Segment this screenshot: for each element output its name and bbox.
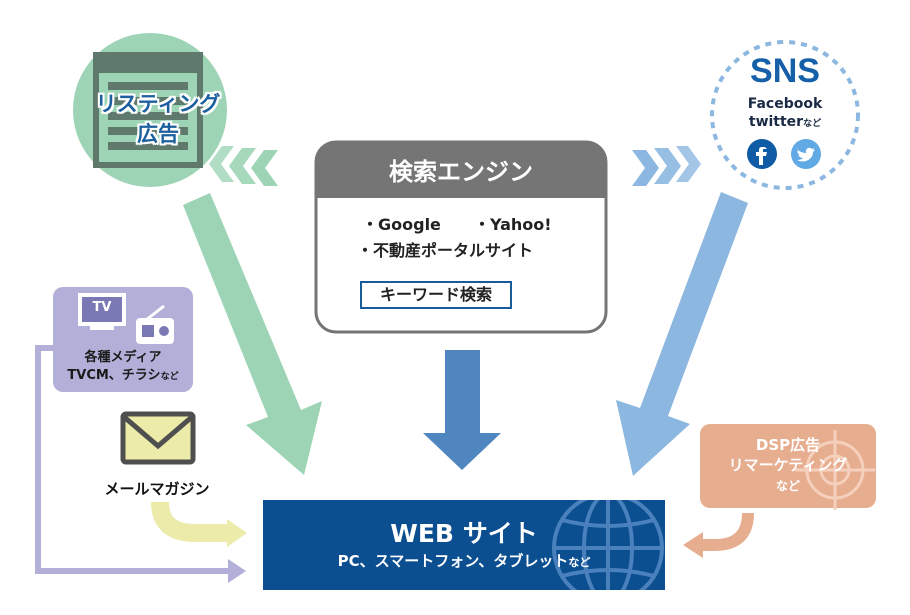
media-label-line1: 各種メディア bbox=[84, 350, 162, 365]
envelope-icon bbox=[120, 411, 196, 465]
media-node bbox=[53, 287, 193, 392]
sns-twitter-label: twitterなど bbox=[748, 114, 822, 130]
mail-magazine-label: メールマガジン bbox=[104, 480, 210, 498]
listing-ad-node bbox=[73, 33, 227, 187]
right-chevrons bbox=[632, 146, 701, 186]
web-site-title: WEB サイト bbox=[390, 519, 538, 548]
listing-label-line1: リスティング bbox=[95, 92, 221, 116]
search-engine-title: 検索エンジン bbox=[389, 158, 533, 186]
crosshair-icon bbox=[795, 430, 875, 510]
engine-item-portal: ・不動産ポータルサイト bbox=[357, 241, 534, 260]
tv-label: TV bbox=[92, 300, 112, 315]
sns-title: SNS bbox=[750, 52, 820, 90]
sns-to-web-arrow bbox=[616, 192, 748, 476]
engine-item-google: ・Google bbox=[362, 215, 441, 234]
sns-node bbox=[710, 40, 860, 190]
engine-item-yahoo: ・Yahoo! bbox=[474, 215, 552, 234]
dsp-node bbox=[700, 424, 876, 510]
globe-icon bbox=[552, 500, 664, 590]
listing-page-icon bbox=[93, 52, 203, 168]
mail-to-web-arrow bbox=[151, 501, 247, 547]
tv-icon bbox=[78, 293, 126, 330]
keyword-search-box: キーワード検索 bbox=[360, 281, 512, 309]
dsp-label-line3: など bbox=[775, 479, 800, 493]
listing-label-line2: 広告 bbox=[137, 122, 179, 146]
twitter-icon bbox=[791, 139, 821, 169]
sns-facebook-label: Facebook bbox=[747, 96, 823, 112]
media-to-web-arrow bbox=[35, 345, 246, 583]
radio-icon bbox=[136, 304, 174, 344]
media-label-line2: TVCM、チラシなど bbox=[67, 368, 179, 383]
listing-to-web-arrow bbox=[183, 193, 322, 475]
web-site-node bbox=[263, 500, 665, 590]
dsp-to-web-arrow bbox=[683, 512, 754, 558]
left-chevrons bbox=[209, 146, 278, 186]
dsp-label-line1: DSP広告 bbox=[755, 436, 821, 454]
engine-to-web-arrow bbox=[423, 350, 501, 470]
facebook-icon bbox=[747, 139, 777, 169]
web-site-subtitle: PC、スマートフォン、タブレットなど bbox=[337, 552, 591, 570]
dsp-label-line2: リマーケティング bbox=[728, 456, 848, 474]
search-icon bbox=[530, 285, 551, 306]
